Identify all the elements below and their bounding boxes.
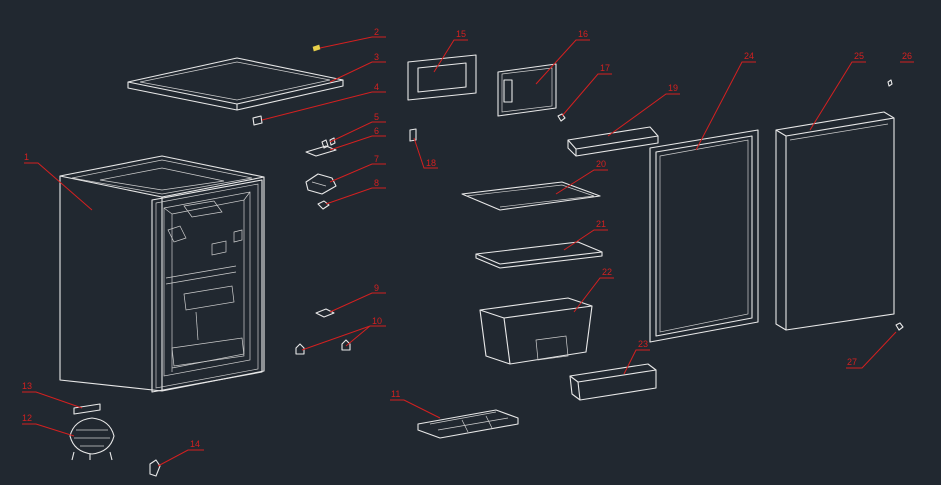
part-7-thermostat-housing xyxy=(305,173,337,195)
part-9-hinge xyxy=(315,308,335,318)
callout-label-5: 5 xyxy=(374,112,379,122)
callout-label-12: 12 xyxy=(22,413,32,423)
callout-27: 27 xyxy=(846,331,897,369)
callout-label-19: 19 xyxy=(668,83,678,93)
callout-label-21: 21 xyxy=(596,219,606,229)
callout-18: 18 xyxy=(413,137,438,169)
callout-label-26: 26 xyxy=(902,51,912,61)
callout-16: 16 xyxy=(535,29,590,85)
callout-5: 5 xyxy=(329,112,386,143)
part-22-crisper-drawer xyxy=(479,297,593,365)
callout-24: 24 xyxy=(695,51,756,151)
part-19-door-shelf xyxy=(567,126,659,157)
callout-14: 14 xyxy=(157,439,204,467)
part-26-hinge-pin xyxy=(887,79,893,87)
callout-label-18: 18 xyxy=(426,158,436,168)
part-18-latch xyxy=(409,128,417,142)
part-4-hinge-plug xyxy=(252,115,263,126)
callout-label-22: 22 xyxy=(602,267,612,277)
callout-label-2: 2 xyxy=(374,27,379,37)
callout-15: 15 xyxy=(433,29,468,73)
callout-9: 9 xyxy=(329,283,386,313)
callout-2: 2 xyxy=(319,27,386,49)
callout-label-9: 9 xyxy=(374,283,379,293)
part-27-screw xyxy=(895,322,904,331)
callout-26: 26 xyxy=(900,51,914,63)
callout-4: 4 xyxy=(261,82,386,121)
part-10-foot-left xyxy=(295,343,305,355)
callout-17: 17 xyxy=(561,63,612,117)
callout-11: 11 xyxy=(390,389,441,419)
part-15-frame xyxy=(407,54,477,101)
callout-label-10: 10 xyxy=(372,316,382,326)
callout-label-3: 3 xyxy=(374,52,379,62)
part-8-knob xyxy=(317,200,330,210)
part-20-glass-shelf xyxy=(461,181,601,211)
part-21-crisper-cover xyxy=(475,241,603,269)
callout-20: 20 xyxy=(555,159,608,195)
callout-1: 1 xyxy=(24,152,93,211)
callout-25: 25 xyxy=(809,51,866,131)
part-13-bracket xyxy=(73,403,101,415)
part-11-bottom-plate xyxy=(417,409,519,439)
part-2-small-clip xyxy=(312,44,321,52)
part-14-clip xyxy=(149,459,161,477)
callout-label-27: 27 xyxy=(847,357,857,367)
callout-10: 10 xyxy=(301,316,386,351)
callout-7: 7 xyxy=(329,154,386,183)
callout-19: 19 xyxy=(607,83,680,137)
callout-label-1: 1 xyxy=(24,152,29,162)
part-17-screw xyxy=(557,113,566,122)
callout-21: 21 xyxy=(563,219,608,251)
callout-label-23: 23 xyxy=(638,339,648,349)
callout-22: 22 xyxy=(573,267,614,313)
part-5-screw xyxy=(321,137,336,149)
callout-8: 8 xyxy=(325,178,386,205)
callout-3: 3 xyxy=(329,52,386,83)
callout-label-16: 16 xyxy=(578,29,588,39)
callout-6: 6 xyxy=(329,126,386,151)
callout-label-7: 7 xyxy=(374,154,379,164)
callout-label-6: 6 xyxy=(374,126,379,136)
callout-23: 23 xyxy=(623,339,650,375)
callout-label-13: 13 xyxy=(22,381,32,391)
part-16-freezer-door xyxy=(497,63,557,117)
callout-label-17: 17 xyxy=(600,63,610,73)
callout-label-8: 8 xyxy=(374,178,379,188)
callout-13: 13 xyxy=(22,381,83,409)
part-10-foot-right xyxy=(341,339,351,351)
part-1-cabinet xyxy=(59,155,265,393)
callout-label-14: 14 xyxy=(190,439,200,449)
callout-label-24: 24 xyxy=(744,51,754,61)
callout-label-20: 20 xyxy=(596,159,606,169)
part-24-door-gasket xyxy=(649,129,759,343)
callout-12: 12 xyxy=(22,413,75,437)
callout-label-11: 11 xyxy=(391,389,400,399)
part-3-top-cover xyxy=(127,57,344,111)
part-23-bottle-shelf xyxy=(569,363,657,401)
callout-label-25: 25 xyxy=(854,51,864,61)
part-25-door xyxy=(775,111,895,331)
part-6-bracket xyxy=(305,145,337,157)
callout-label-4: 4 xyxy=(374,82,379,92)
callout-label-15: 15 xyxy=(456,29,466,39)
part-12-compressor xyxy=(69,417,115,461)
